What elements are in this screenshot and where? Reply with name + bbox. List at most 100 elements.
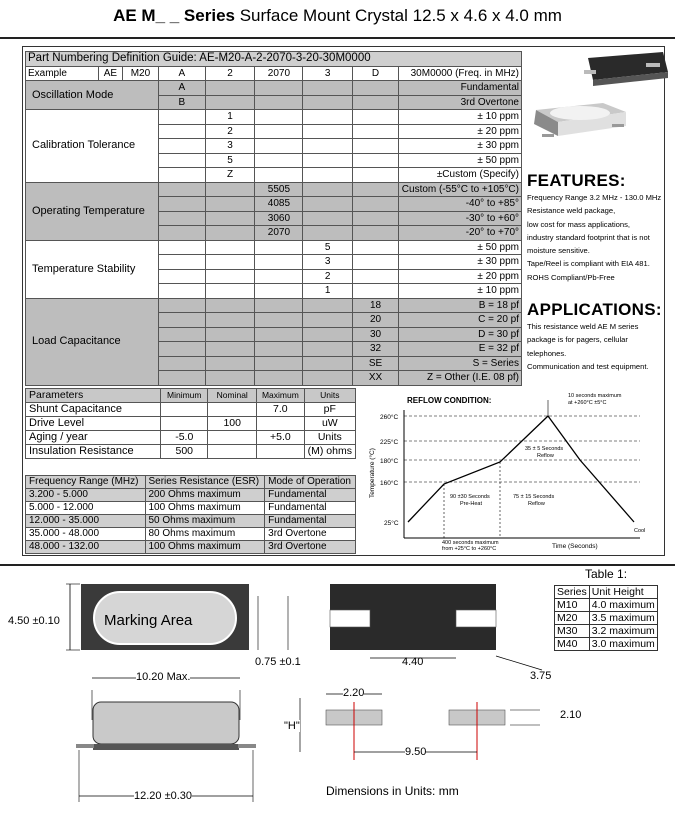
- example-cell: D: [352, 65, 399, 81]
- dim-pitch: 9.50: [405, 746, 427, 758]
- annotation: 10 seconds maximum: [568, 393, 622, 399]
- annotation: at +260°C ±5°C: [568, 400, 606, 406]
- cal-desc: ± 20 ppm: [397, 123, 523, 139]
- dim-pad-width: 3.75: [530, 670, 552, 682]
- table1-header: Series: [554, 585, 590, 599]
- cal-code: 3: [204, 138, 256, 154]
- load-desc: S = Series: [397, 355, 523, 371]
- ytick: 225°C: [380, 438, 398, 446]
- cal-desc: ±Custom (Specify): [397, 167, 523, 183]
- dim-total-length: 12.20 ±0.30: [134, 790, 193, 802]
- reflow-profile: REFLOW CONDITION: Temperature (°C) 260°C…: [368, 393, 645, 552]
- esr-header: Frequency Range (MHz): [25, 475, 146, 489]
- annotation: 75 ± 15 Seconds: [513, 494, 554, 500]
- reflow-ylabel: Temperature (°C): [368, 448, 376, 498]
- spec-frame: [22, 46, 665, 556]
- page-title: AE M_ _ Series Surface Mount Crystal 12.…: [0, 6, 675, 26]
- ytick: 25°C: [384, 519, 399, 527]
- load-desc: Z = Other (I.E. 08 pf): [397, 370, 523, 386]
- dim-length-max: 10.20 Max.: [136, 671, 191, 683]
- stab-desc: ± 20 ppm: [397, 268, 523, 284]
- cal-code: 1: [204, 109, 256, 125]
- feature-line: Tape/Reel is compliant with EIA 481.: [527, 259, 650, 269]
- pad: [329, 609, 371, 628]
- load-code: 32: [352, 341, 399, 357]
- feature-line: Frequency Range 3.2 MHz - 130.0 MHz: [527, 193, 662, 202]
- stab-label: Temperature Stability: [25, 239, 159, 299]
- feature-line: Resistance weld package,: [527, 206, 616, 216]
- example-cell: 3: [302, 65, 354, 81]
- example-cell: AE: [97, 65, 123, 81]
- load-code: 18: [352, 297, 399, 313]
- example-label: Example: [25, 65, 99, 81]
- pad: [455, 609, 497, 628]
- dim-height-h: "H": [284, 720, 300, 732]
- stab-code: 3: [302, 254, 354, 270]
- crystal-base: [93, 744, 239, 750]
- cal-desc: ± 30 ppm: [397, 138, 523, 154]
- dimension-drawing: [66, 583, 543, 802]
- section-rule: [0, 564, 675, 566]
- temp-label: Operating Temperature: [25, 181, 159, 241]
- annotation: from +25°C to +260°C: [442, 546, 496, 552]
- annotation: 90 ±30 Seconds: [450, 494, 490, 500]
- parameters-table: Parameters Minimum Nominal Maximum Units…: [24, 388, 357, 459]
- load-code: 30: [352, 326, 399, 342]
- load-label: Load Capacitance: [25, 297, 159, 386]
- application-line: This resistance weld AE M series: [527, 322, 639, 331]
- cal-desc: ± 50 ppm: [397, 152, 523, 168]
- stab-code: 1: [302, 283, 354, 299]
- esr-table: Frequency Range (MHz) Series Resistance …: [25, 475, 356, 554]
- annotation: 35 ± 5 Seconds: [525, 446, 563, 452]
- table1-title: Table 1:: [585, 567, 628, 581]
- osc-desc: 3rd Overtone: [397, 94, 523, 110]
- load-desc: B = 18 pf: [397, 297, 523, 313]
- load-desc: C = 20 pf: [397, 312, 523, 328]
- param-header: Parameters: [24, 388, 162, 403]
- example-cell: 2070: [254, 65, 304, 81]
- temp-code: 5505: [254, 181, 304, 197]
- esr-header: Mode of Operation: [264, 475, 356, 489]
- temp-code: 4085: [254, 196, 304, 212]
- osc-desc: Fundamental: [397, 80, 523, 96]
- feature-line: ROHS Compliant/Pb-Free: [527, 272, 615, 282]
- crystal-photo: [534, 52, 668, 137]
- features-heading: FEATURES:: [527, 171, 626, 190]
- stab-desc: ± 10 ppm: [397, 283, 523, 299]
- temp-desc: -40° to +85°: [397, 196, 523, 212]
- applications-heading: APPLICATIONS:: [527, 300, 662, 319]
- feature-line: low cost for mass applications,: [527, 219, 630, 229]
- cal-code: 5: [204, 152, 256, 168]
- temp-desc: Custom (-55°C to +105°C): [397, 181, 523, 197]
- marking-area-label: Marking Area: [104, 612, 193, 629]
- crystal-side-view: [92, 701, 240, 745]
- applications-section: APPLICATIONS: This resistance weld AE M …: [527, 300, 662, 373]
- lead: [238, 744, 256, 748]
- load-desc: E = 32 pf: [397, 341, 523, 357]
- load-code: 20: [352, 312, 399, 328]
- param-header: Maximum: [256, 388, 305, 403]
- stab-code: 5: [302, 239, 354, 255]
- cal-code: Z: [204, 167, 256, 183]
- application-line: package is for pagers, cellular: [527, 335, 628, 345]
- annotation: Reflow: [528, 501, 545, 507]
- temp-desc: -20° to +70°: [397, 225, 523, 241]
- ytick: 180°C: [380, 457, 398, 465]
- osc-code: A: [157, 80, 206, 96]
- dimension-units-note: Dimensions in Units: mm: [326, 784, 459, 798]
- example-cell: M20: [121, 65, 159, 81]
- dim-height: 4.50 ±0.10: [8, 615, 60, 627]
- load-desc: D = 30 pf: [397, 326, 523, 342]
- pn-guide: Part Numbering Definition Guide: AE-M20-…: [25, 51, 522, 67]
- dim-pad-height: 2.10: [560, 709, 582, 721]
- annotation: Pre-Heat: [460, 501, 482, 507]
